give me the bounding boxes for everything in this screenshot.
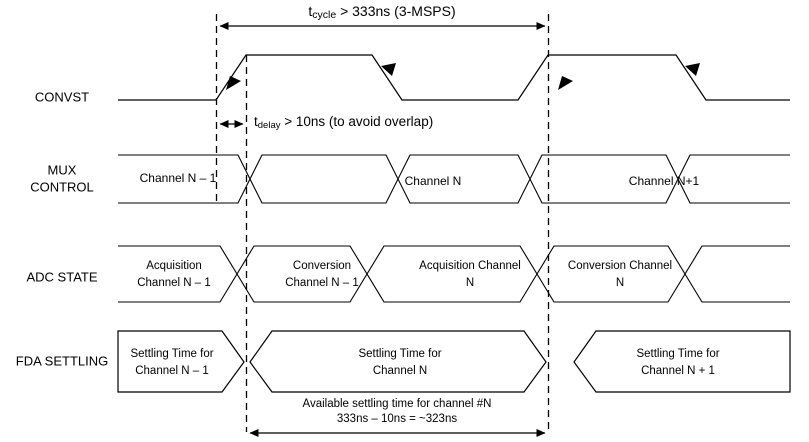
adc-label-acquisition-n-minus-1-line2: Channel N – 1 [137,277,211,289]
convst-waveform [118,54,790,101]
adc-label-acquisition-n-minus-1-line1: Acquisition [146,260,202,272]
mux-label-channel-n-minus-1: Channel N – 1 [140,171,217,185]
available-settling-line1: Available settling time for channel #N [302,398,491,410]
row-label-adc-state: ADC STATE [26,269,97,284]
convst-fall-arrow-2 [685,63,700,76]
fda-label-n-minus-1-line2: Channel N – 1 [135,365,209,377]
adc-bus-edge-lower [118,245,790,303]
adc-label-conversion-n-line2: N [616,277,624,289]
convst-rise-arrow-1 [226,76,241,90]
mux-bus-edge-lower [118,154,790,204]
row-label-mux-line2: CONTROL [30,179,94,194]
fda-box-channel-n-minus-1 [117,330,245,393]
adc-bus-edge-upper [118,245,790,303]
t-delay-base: t [254,114,258,129]
row-label-convst: CONVST [35,89,89,104]
t-cycle-label: tcycle > 333ns (3-MSPS) [308,3,455,21]
fda-label-n-minus-1-line1: Settling Time for [130,348,213,360]
convst-rise-arrow-2 [558,76,573,90]
row-label-mux-line1: MUX [48,162,77,177]
available-settling-line2: 333ns – 10ns = ~323ns [337,413,457,425]
fda-label-n-plus-1-line1: Settling Time for [636,348,719,360]
row-label-fda-settling: FDA SETTLING [16,353,108,368]
t-cycle-rest: > 333ns (3-MSPS) [336,3,455,19]
mux-control-bus [118,154,790,204]
mux-label-channel-n: Channel N [405,174,462,188]
fda-box-channel-n-plus-1 [573,330,791,393]
fda-label-n-plus-1-line2: Channel N + 1 [641,365,715,377]
adc-label-conversion-n-minus-1-line1: Conversion [293,260,351,272]
adc-label-conversion-n-minus-1-line2: Channel N – 1 [285,277,359,289]
t-delay-subscript: delay [258,120,281,131]
adc-label-conversion-n-line1: Conversion Channel [568,260,672,272]
adc-label-acquisition-n-line1: Acquisition Channel [419,260,521,272]
t-delay-label: tdelay > 10ns (to avoid overlap) [254,114,433,131]
t-cycle-subscript: cycle [312,9,336,21]
t-cycle-base: t [308,3,312,19]
adc-state-bus [118,245,790,303]
mux-label-channel-n-plus-1: Channel N+1 [629,174,700,188]
fda-label-n-line1: Settling Time for [358,348,441,360]
fda-label-n-line2: Channel N [373,365,427,377]
convst-fall-arrow-1 [381,63,396,76]
t-delay-rest: > 10ns (to avoid overlap) [280,114,433,129]
fda-box-channel-n [249,330,547,393]
adc-label-acquisition-n-line2: N [466,277,474,289]
